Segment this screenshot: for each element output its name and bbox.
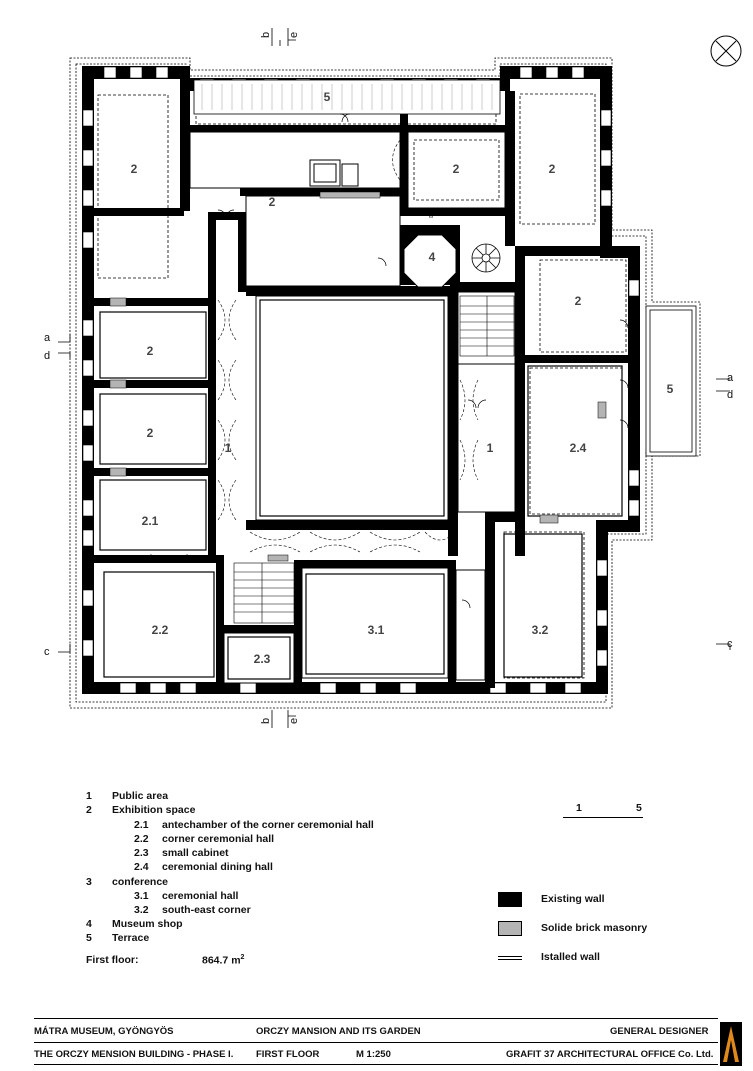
floor-name: FIRST FLOOR <box>256 1049 320 1060</box>
room-label-nw: 2 <box>131 162 138 176</box>
legend-num: 2.1 <box>134 819 149 831</box>
drawing-scale: M 1:250 <box>356 1049 391 1060</box>
corridor-vaults <box>179 139 479 553</box>
title-rule-top <box>34 1018 718 1019</box>
section-mark-b-north: b <box>260 32 272 38</box>
scale-start: 1 <box>576 802 582 814</box>
legend-num: 3.1 <box>134 890 149 902</box>
room-labels: 5 2 2 2 2 4 2 2 2 2.1 2.2 2.3 3.1 3.2 2.… <box>131 90 674 666</box>
title-rule-mid <box>34 1042 718 1043</box>
legend-label: conference <box>112 876 169 888</box>
legend-label: corner ceremonial hall <box>162 833 275 845</box>
legend-num: 3.2 <box>134 904 149 916</box>
grafit-logo-icon <box>720 1022 742 1066</box>
room-label-west-a: 2 <box>147 344 154 358</box>
room-label-antechamber: 2.1 <box>142 514 159 528</box>
floor-area-label: First floor: <box>86 954 139 966</box>
scale-end: 5 <box>636 802 642 814</box>
scale-line <box>563 817 643 818</box>
section-mark-a-east: a <box>727 372 734 384</box>
building-name: THE ORCZY MENSION BUILDING - PHASE I. <box>34 1049 234 1060</box>
section-mark-c-east: c <box>727 638 733 650</box>
museum-shop-room <box>403 234 457 288</box>
legend-num: 5 <box>86 932 92 944</box>
counter <box>309 159 359 187</box>
legend-num: 4 <box>86 918 92 930</box>
legend-label: Exhibition space <box>112 804 196 816</box>
main-stair-north <box>459 295 515 357</box>
floor-plan-drawing: 5 2 2 2 2 4 2 2 2 2.1 2.2 2.3 3.1 3.2 2.… <box>44 28 742 728</box>
room-label-public-west: 1 <box>225 441 232 455</box>
legend-num: 2.2 <box>134 833 149 845</box>
office-name: GRAFIT 37 ARCHITECTURAL OFFICE Co. Ltd. <box>506 1049 714 1060</box>
legend-num: 2.3 <box>134 847 149 859</box>
legend-label: antechamber of the corner ceremonial hal… <box>162 819 374 831</box>
room-label-north-corridor: 2 <box>269 195 276 209</box>
terrace-east <box>645 305 697 457</box>
room-label-public-east: 1 <box>487 441 494 455</box>
room-label-south-east: 3.2 <box>532 623 549 637</box>
legend-label: ceremonial dining hall <box>162 861 273 873</box>
rooms <box>189 131 516 684</box>
section-mark-e-south: e <box>288 718 300 724</box>
brick-masonry-patches <box>109 191 607 562</box>
existing-wall-label: Existing wall <box>541 893 605 905</box>
room-label-corner-hall: 2.2 <box>152 623 169 637</box>
project-name: MÁTRA MUSEUM, GYÖNGYÖS <box>34 1026 174 1037</box>
legend-label: south-east corner <box>162 904 251 916</box>
room-label-dining-hall: 2.4 <box>570 441 587 455</box>
room-label-terrace-north: 5 <box>324 90 331 104</box>
legend-label: Museum shop <box>112 918 183 930</box>
legend-label: Terrace <box>112 932 150 944</box>
installed-wall-label: Istalled wall <box>541 951 600 963</box>
legend-num: 2.4 <box>134 861 149 873</box>
section-marks <box>58 28 731 728</box>
legend-label: small cabinet <box>162 847 229 859</box>
section-mark-e-north: e <box>288 32 300 38</box>
section-mark-d-east: d <box>727 389 733 401</box>
room-label-ceremonial-hall: 3.1 <box>368 623 385 637</box>
legend-label: ceremonial hall <box>162 890 239 902</box>
section-mark-c-west: c <box>44 646 50 658</box>
legend-num: 2 <box>86 804 92 816</box>
title-rule-bottom <box>34 1064 718 1065</box>
legend-label: Public area <box>112 790 169 802</box>
spiral-stair <box>471 243 501 273</box>
room-label-terrace-east: 5 <box>667 382 674 396</box>
section-mark-a-west: a <box>44 332 51 344</box>
compass-icon <box>710 35 742 67</box>
terrace-north <box>193 79 501 115</box>
installed-wall-swatch <box>498 956 522 960</box>
room-label-west-b: 2 <box>147 426 154 440</box>
room-rims <box>99 299 623 680</box>
section-mark-d-west: d <box>44 350 50 362</box>
section-mark-b-south: b <box>260 718 272 724</box>
project-subject: ORCZY MANSION AND ITS GARDEN <box>256 1026 421 1037</box>
brick-masonry-swatch <box>498 921 522 936</box>
doors <box>149 113 629 609</box>
designer-role: GENERAL DESIGNER <box>610 1026 709 1037</box>
room-label-cabinet: 2.3 <box>254 652 271 666</box>
legend-num: 3 <box>86 876 92 888</box>
brick-masonry-label: Solide brick masonry <box>541 922 648 934</box>
floor-area-value: 864.7 m2 <box>202 954 245 967</box>
room-label-east-upper: 2 <box>575 294 582 308</box>
room-label-shop: 4 <box>429 250 436 264</box>
existing-wall-swatch <box>498 892 522 907</box>
main-stair-south <box>233 562 295 624</box>
room-label-ne: 2 <box>549 162 556 176</box>
room-label-north-mid: 2 <box>453 162 460 176</box>
legend-num: 1 <box>86 790 92 802</box>
